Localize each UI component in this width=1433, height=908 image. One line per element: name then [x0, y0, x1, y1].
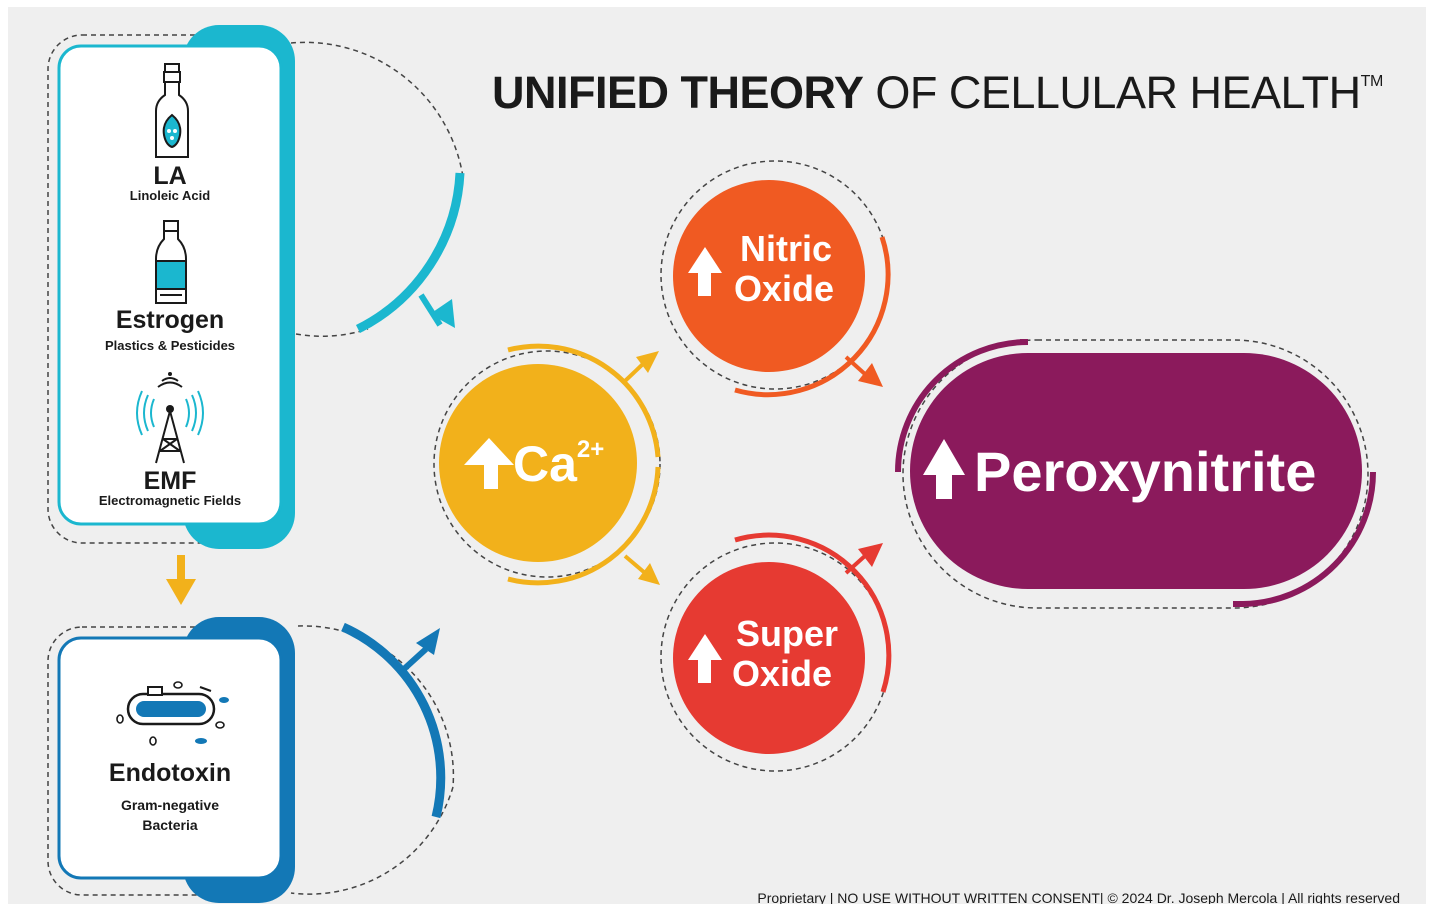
endotoxin-arrow-shaft [401, 646, 429, 672]
nitric-oxide-line2: Oxide [734, 268, 835, 309]
super-oxide-node [660, 532, 892, 772]
bacteria-icon [116, 681, 229, 746]
super-oxide-line1: Super [736, 613, 839, 654]
calcium-label-text: Ca [513, 436, 577, 492]
super-oxide-line2: Oxide [732, 653, 833, 694]
page-title: UNIFIED THEORY OF CELLULAR HEALTHTM [492, 67, 1383, 119]
endotoxin-name: Endotoxin [108, 759, 232, 787]
endotoxin-loop-dashed-bottom [290, 786, 454, 895]
sources-loop-dashed-bottom [295, 328, 369, 337]
oil-bottle-icon [155, 63, 189, 158]
diagram-canvas: UNIFIED THEORY OF CELLULAR HEALTHTM LA L… [8, 7, 1426, 904]
sources-box [47, 25, 465, 549]
source-la-subtitle: Linoleic Acid [129, 188, 211, 203]
title-trademark: TM [1360, 73, 1384, 90]
up-arrow-icon [688, 634, 722, 683]
source-estrogen-name: Estrogen [115, 306, 225, 334]
plastic-bottle-icon [155, 220, 187, 304]
source-la-name: LA [153, 162, 187, 190]
up-arrow-icon [923, 439, 965, 499]
endotoxin-subtitle-line2: Bacteria [142, 817, 198, 833]
up-arrow-icon [464, 438, 514, 489]
endotoxin-arrow-head [416, 628, 440, 655]
nitric-oxide-line1: Nitric [740, 228, 833, 269]
nitric-oxide-node [660, 160, 891, 398]
endotoxin-loop-dashed [297, 625, 455, 788]
sources-arrow-shaft [418, 293, 443, 327]
endotoxin-arrow-arc [341, 622, 446, 819]
calcium-superscript: 2+ [576, 436, 605, 464]
title-rest: OF CELLULAR HEALTH [863, 67, 1361, 118]
source-estrogen-subtitle: Plastics & Pesticides [104, 338, 236, 353]
cell-tower-icon [136, 372, 204, 464]
title-bold: UNIFIED THEORY [492, 67, 864, 118]
source-emf-subtitle: Electromagnetic Fields [98, 493, 242, 508]
source-emf-name: EMF [143, 467, 197, 495]
calcium-node [433, 343, 661, 586]
up-arrow-icon [688, 247, 722, 296]
down-arrow-to-endotoxin [166, 555, 196, 605]
endotoxin-box-front [57, 636, 283, 880]
peroxynitrite-label: Peroxynitrite [974, 440, 1317, 503]
diagram-shapes [47, 25, 1376, 903]
sources-arrow-arc [355, 172, 465, 334]
calcium-label: Ca2+ [513, 435, 604, 493]
copyright-footer: Proprietary | NO USE WITHOUT WRITTEN CON… [757, 890, 1400, 904]
endotoxin-subtitle-line1: Gram-negative [120, 797, 220, 813]
sources-loop-dashed [290, 41, 464, 178]
sources-arrow-head [430, 299, 455, 328]
peroxynitrite-node [895, 339, 1376, 609]
